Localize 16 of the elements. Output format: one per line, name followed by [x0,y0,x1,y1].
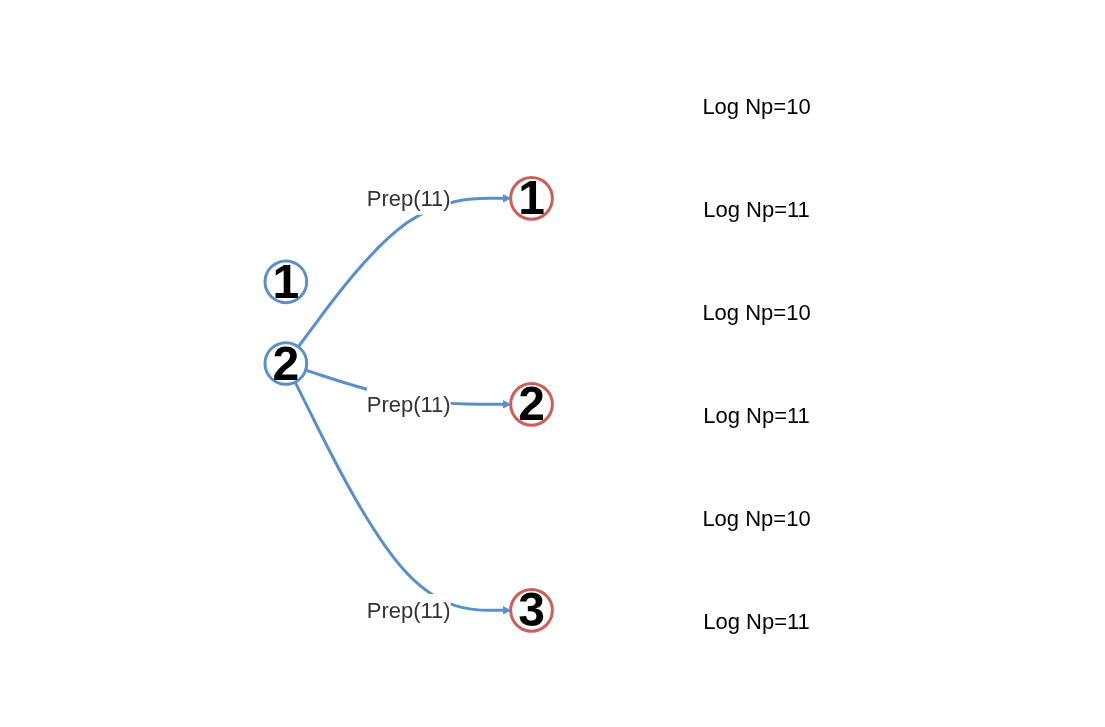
node-circle: 1 [508,176,554,221]
arrow [293,381,511,615]
arrow [296,193,511,348]
node-circle: 1 [263,259,308,305]
node-circle: 2 [263,341,308,386]
edge-label: Prep(11) [366,391,451,417]
node-label: Log Np=11 [702,196,810,222]
node-label: Log Np=10 [702,505,811,531]
edge-label: Prep(11) [366,597,451,623]
node-label: Log Np=11 [702,402,810,428]
node-label: Log Np=10 [702,299,811,325]
edge-label: Prep(11) [366,185,451,211]
node-circle: 2 [508,382,554,427]
node-label: Log Np=10 [702,93,811,119]
node-circle: 3 [508,588,554,633]
node-label: Log Np=11 [702,608,810,634]
